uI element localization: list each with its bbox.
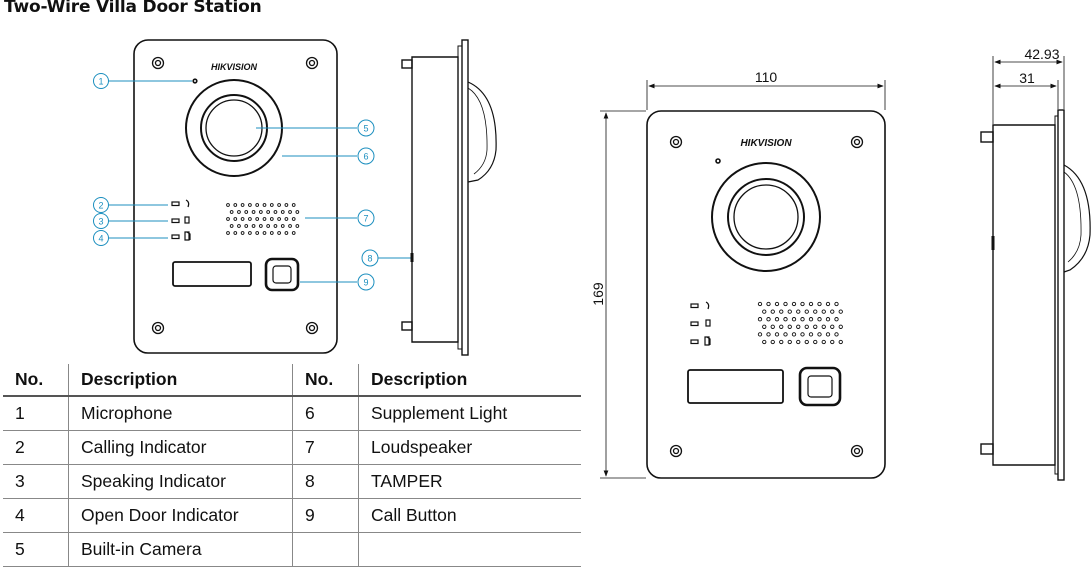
table-row: 1 Microphone 6 Supplement Light <box>3 396 581 431</box>
callout-markers: 1 2 3 4 5 6 7 8 9 <box>93 73 379 291</box>
dimension-height-label: 169 <box>590 282 606 306</box>
microphone-hole <box>192 78 198 84</box>
cell-no: 1 <box>3 396 69 431</box>
dimension-width <box>646 80 886 110</box>
callout-5: 5 <box>357 119 375 137</box>
svg-text:4: 4 <box>98 234 103 244</box>
cell-no: 6 <box>292 396 359 431</box>
svg-text:5: 5 <box>363 124 368 134</box>
table-row: 5 Built-in Camera <box>3 532 581 567</box>
screw-icon <box>305 56 319 70</box>
call-button <box>264 257 300 292</box>
svg-text:7: 7 <box>363 214 368 224</box>
callout-9: 9 <box>357 273 375 291</box>
callout-8: 8 <box>361 249 379 267</box>
side-view-small <box>401 39 497 356</box>
callout-6: 6 <box>357 147 375 165</box>
cell-no: 9 <box>292 498 359 533</box>
dimension-height <box>600 110 646 479</box>
svg-text:9: 9 <box>363 278 368 288</box>
cell-description: Supplement Light <box>358 396 581 431</box>
calling-indicator <box>171 199 190 208</box>
cell-no: 4 <box>3 498 69 533</box>
screw-icon <box>669 135 683 149</box>
screw-icon <box>669 444 683 458</box>
cell-description: Call Button <box>358 498 581 533</box>
dimension-width-label: 110 <box>755 69 778 85</box>
table-row: 2 Calling Indicator 7 Loudspeaker <box>3 430 581 465</box>
svg-text:8: 8 <box>367 254 372 264</box>
parts-table: No. Description No. Description 1 Microp… <box>3 364 581 567</box>
callout-1: 1 <box>93 73 109 89</box>
cell-no: 7 <box>292 430 359 465</box>
header-description-2: Description <box>358 364 581 397</box>
front-view-labeled: HIKVISION <box>133 39 338 354</box>
cell-no <box>292 532 359 567</box>
cell-description: Microphone <box>68 396 293 431</box>
screw-icon <box>850 444 864 458</box>
cell-description: Calling Indicator <box>68 430 293 465</box>
cell-no: 2 <box>3 430 69 465</box>
open-door-indicator <box>171 231 191 241</box>
header-description-1: Description <box>68 364 293 397</box>
cell-description: Built-in Camera <box>68 532 293 567</box>
header-no-2: No. <box>292 364 359 397</box>
callout-3: 3 <box>93 213 109 229</box>
cell-description <box>358 532 581 567</box>
table-row: 3 Speaking Indicator 8 TAMPER <box>3 464 581 499</box>
name-plate <box>172 261 252 287</box>
speaking-indicator <box>171 216 190 224</box>
svg-text:6: 6 <box>363 152 368 162</box>
screw-icon <box>305 321 319 335</box>
screw-icon <box>850 135 864 149</box>
svg-text:1: 1 <box>98 77 103 87</box>
callout-7: 7 <box>357 209 375 227</box>
dimension-depth-body-label: 31 <box>1019 70 1035 86</box>
callout-leaders <box>108 80 412 283</box>
cell-description: TAMPER <box>358 464 581 499</box>
table-header-row: No. Description No. Description <box>3 364 581 397</box>
cell-no: 3 <box>3 464 69 499</box>
screw-icon <box>151 56 165 70</box>
cell-no: 5 <box>3 532 69 567</box>
callout-2: 2 <box>93 197 109 213</box>
brand-logo: HIKVISION <box>211 62 258 72</box>
cell-no: 8 <box>292 464 359 499</box>
front-view-dimensioned: HIKVISION <box>646 110 886 479</box>
header-no-1: No. <box>3 364 69 397</box>
table-row: 4 Open Door Indicator 9 Call Button <box>3 498 581 533</box>
loudspeaker-grille <box>226 203 300 235</box>
page-title: Two-Wire Villa Door Station <box>4 0 262 17</box>
screw-icon <box>151 321 165 335</box>
callout-4: 4 <box>93 230 109 246</box>
dimension-depth <box>992 56 1065 124</box>
dimension-depth-total-label: 42.93 <box>1024 46 1059 62</box>
cell-description: Speaking Indicator <box>68 464 293 499</box>
side-view-dimensioned <box>980 109 1091 481</box>
svg-text:2: 2 <box>98 201 103 211</box>
cell-description: Loudspeaker <box>358 430 581 465</box>
cell-description: Open Door Indicator <box>68 498 293 533</box>
brand-logo: HIKVISION <box>740 138 792 149</box>
svg-text:3: 3 <box>98 217 103 227</box>
